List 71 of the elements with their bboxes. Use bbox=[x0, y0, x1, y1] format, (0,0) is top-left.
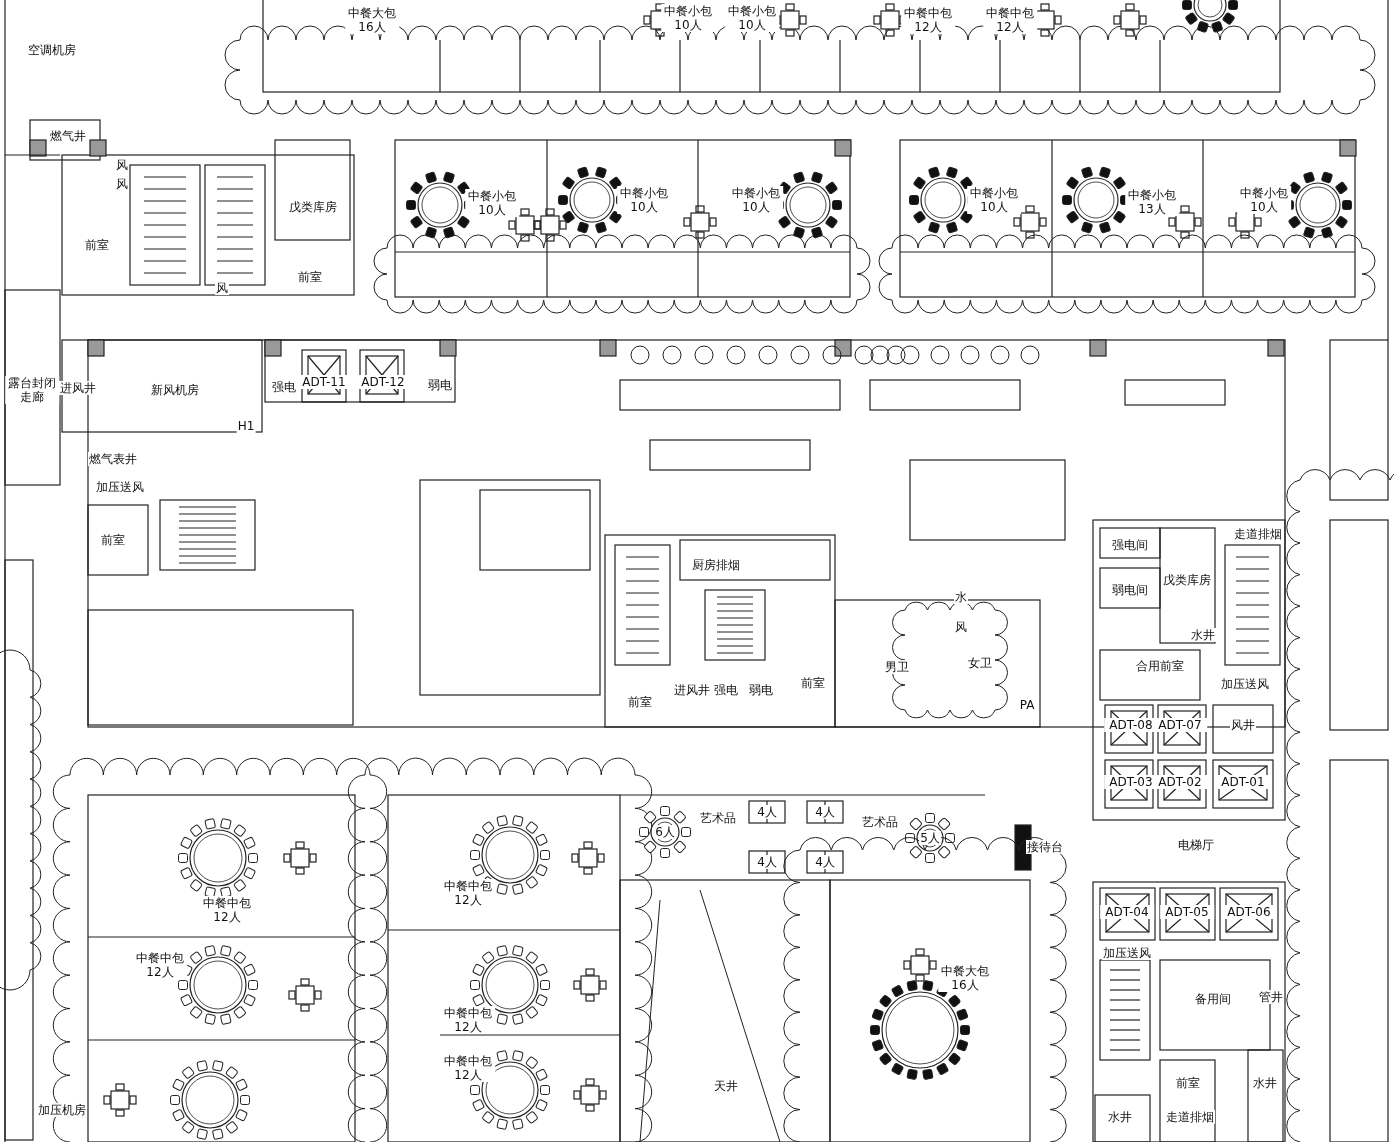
room-label: 前室 bbox=[800, 676, 826, 690]
room-label: 戊类库房 bbox=[1162, 573, 1212, 587]
room-label: 女卫 bbox=[967, 656, 993, 670]
room-label: 前室 bbox=[100, 533, 126, 547]
room-label: 强电 bbox=[713, 683, 739, 697]
room-label: 中餐小包10人 bbox=[967, 186, 1021, 214]
room-label: 中餐中包12人 bbox=[441, 1054, 495, 1082]
room-label: 走道排烟 bbox=[1165, 1110, 1215, 1124]
room-label: 6人 bbox=[654, 825, 676, 839]
room-label: 中餐小包10人 bbox=[1237, 186, 1291, 214]
room-label: 前室 bbox=[297, 270, 323, 284]
room-label: 风井 bbox=[1230, 718, 1256, 732]
room-label: ADT-01 bbox=[1216, 775, 1270, 789]
room-label: 燃气井 bbox=[49, 129, 87, 143]
room-label: 强电间 bbox=[1111, 538, 1149, 552]
room-label: 走道排烟 bbox=[1233, 527, 1283, 541]
room-label: 艺术品 bbox=[861, 815, 899, 829]
room-label: 水井 bbox=[1190, 628, 1216, 642]
room-label: 加压送风 bbox=[1220, 677, 1270, 691]
room-label: 弱电间 bbox=[1111, 583, 1149, 597]
room-label: 中餐中包12人 bbox=[983, 6, 1037, 34]
room-label: 中餐小包10人 bbox=[729, 186, 783, 214]
room-label: 风 bbox=[215, 281, 229, 295]
room-label: 加压送风 bbox=[95, 480, 145, 494]
room-label: 中餐大包16人 bbox=[938, 964, 992, 992]
room-label: 中餐中包12人 bbox=[441, 879, 495, 907]
room-label: PA bbox=[1018, 698, 1036, 712]
room-label: 4人 bbox=[756, 855, 778, 869]
room-label: H1 bbox=[236, 419, 256, 433]
room-label: 备用间 bbox=[1194, 992, 1232, 1006]
room-label: 中餐小包10人 bbox=[661, 4, 715, 32]
room-label: 加压机房 bbox=[37, 1103, 87, 1117]
room-label: 接待台 bbox=[1026, 840, 1064, 854]
room-label: 风 bbox=[115, 158, 129, 172]
room-label: 新风机房 bbox=[150, 383, 200, 397]
room-label: 中餐小包10人 bbox=[617, 186, 671, 214]
room-label: 弱电 bbox=[748, 683, 774, 697]
room-label: 进风井 bbox=[673, 683, 711, 697]
room-label: 前室 bbox=[84, 238, 110, 252]
room-label: 厨房排烟 bbox=[691, 558, 741, 572]
room-label: 中餐中包12人 bbox=[901, 6, 955, 34]
room-label: 中餐中包12人 bbox=[200, 896, 254, 924]
room-label: 风 bbox=[954, 620, 968, 634]
room-label: 男卫 bbox=[884, 660, 910, 674]
room-label: 加压送风 bbox=[1102, 946, 1152, 960]
room-label: 中餐小包10人 bbox=[725, 4, 779, 32]
room-label: 强电 bbox=[271, 380, 297, 394]
room-label: 5人 bbox=[919, 831, 941, 845]
room-label: 风 bbox=[115, 177, 129, 191]
room-label: 4人 bbox=[756, 805, 778, 819]
room-label: 中餐大包16人 bbox=[345, 6, 399, 34]
room-label: 电梯厅 bbox=[1177, 838, 1215, 852]
room-label: 水井 bbox=[1107, 1110, 1133, 1124]
room-label: 前室 bbox=[627, 695, 653, 709]
room-label: ADT-06 bbox=[1222, 905, 1276, 919]
room-label: 中餐小包10人 bbox=[465, 189, 519, 217]
room-label: 水井 bbox=[1252, 1076, 1278, 1090]
room-label: 燃气表井 bbox=[88, 452, 138, 466]
room-label: 弱电 bbox=[427, 378, 453, 392]
room-label: 艺术品 bbox=[699, 811, 737, 825]
room-label: 中餐小包13人 bbox=[1125, 188, 1179, 216]
room-label: 前室 bbox=[1175, 1076, 1201, 1090]
room-label: 空调机房 bbox=[27, 43, 77, 57]
room-label: 4人 bbox=[814, 805, 836, 819]
room-label: 戊类库房 bbox=[288, 200, 338, 214]
room-label: 合用前室 bbox=[1135, 659, 1185, 673]
room-label: 水 bbox=[954, 590, 968, 604]
room-label: 管井 bbox=[1258, 990, 1284, 1004]
room-label: 天井 bbox=[713, 1079, 739, 1093]
room-label: 4人 bbox=[814, 855, 836, 869]
room-label: 进风井 bbox=[59, 381, 97, 395]
